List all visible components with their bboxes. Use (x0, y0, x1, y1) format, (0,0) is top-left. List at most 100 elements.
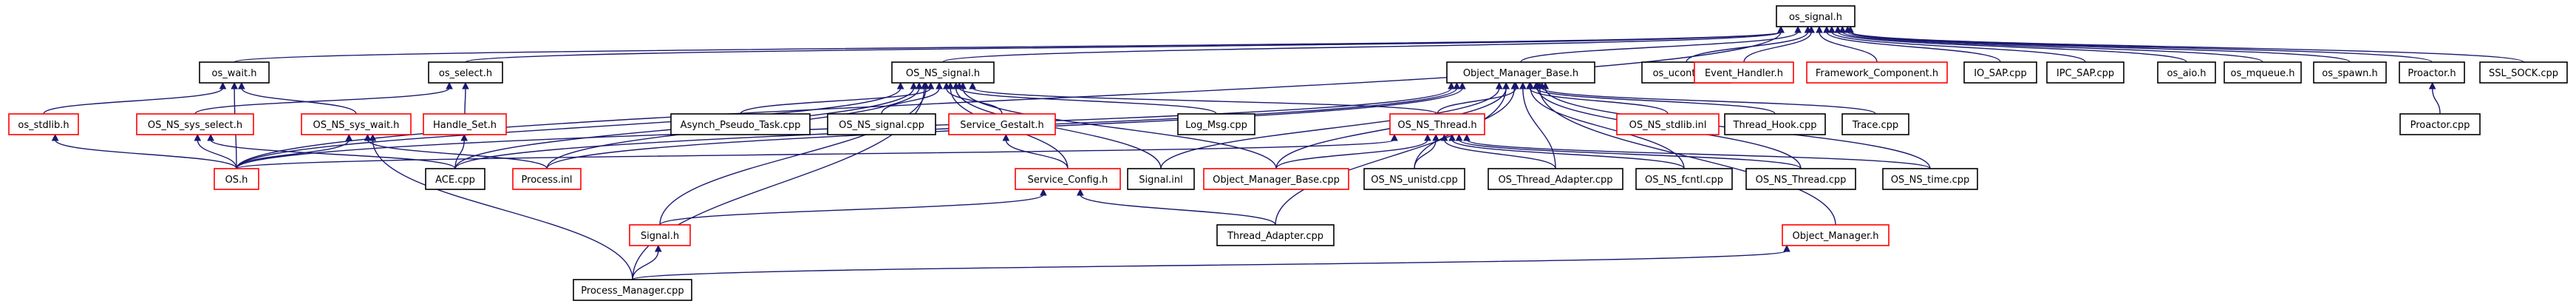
edge-line (1160, 87, 1500, 169)
node-proactor-h[interactable]: Proactor.h (2399, 61, 2465, 84)
node-box (670, 113, 811, 135)
node-os-ns-stdlib-inl[interactable]: OS_NS_stdlib.inl (1616, 113, 1720, 135)
node-os-ns-fcntl-cpp[interactable]: OS_NS_fcntl.cpp (1635, 168, 1733, 190)
node-signal-h[interactable]: Signal.h (629, 224, 691, 246)
edge-SSL_SOCK_cpp-to-os_signal_h (1847, 25, 2524, 63)
edge-arrowhead (1794, 25, 1802, 33)
node-proactor-cpp[interactable]: Proactor.cpp (2399, 113, 2481, 135)
node-box (1776, 5, 1856, 27)
node-os-wait-h[interactable]: os_wait.h (199, 61, 270, 84)
node-process-inl[interactable]: Process.inl (512, 168, 582, 190)
edge-arrowhead (51, 133, 59, 141)
node-box (1363, 168, 1465, 190)
node-label: OS_NS_Thread.h (1397, 120, 1476, 131)
edge-Thread_Adapter_cpp-to-Object_Manager_Base_h (1275, 81, 1510, 226)
edge-arrowhead (219, 81, 227, 89)
edge-arrowhead (969, 81, 976, 89)
node-os-ns-unistd-cpp[interactable]: OS_NS_unistd.cpp (1363, 168, 1465, 190)
node-os-h[interactable]: OS.h (214, 168, 259, 190)
node-process-manager-cpp[interactable]: Process_Manager.cpp (573, 279, 692, 301)
node-io-sap-cpp[interactable]: IO_SAP.cpp (1963, 61, 2037, 84)
node-os-ns-sys-wait-h[interactable]: OS_NS_sys_wait.h (301, 113, 412, 135)
edge-line (1850, 31, 2433, 63)
node-thread-adapter-cpp[interactable]: Thread_Adapter.cpp (1216, 224, 1335, 246)
edge-arrowhead (1424, 133, 1431, 141)
node-os-thread-adapter-cpp[interactable]: OS_Thread_Adapter.cpp (1488, 168, 1623, 190)
node-label: Signal.inl (1139, 175, 1183, 186)
edge-arrowhead (1459, 81, 1466, 89)
edge-arrowhead (1455, 133, 1463, 141)
node-os-ns-signal-h[interactable]: OS_NS_signal.h (891, 61, 995, 84)
node-object-manager-base-h[interactable]: Object_Manager_Base.h (1446, 61, 1595, 84)
edge-line (1466, 139, 1931, 169)
node-label: Thread_Hook.cpp (1733, 120, 1817, 131)
node-log-msg-cpp[interactable]: Log_Msg.cpp (1177, 113, 1255, 135)
edge-line (1275, 87, 1507, 226)
node-service-gestalt-h[interactable]: Service_Gestalt.h (948, 113, 1056, 135)
node-label: Thread_Adapter.cpp (1227, 231, 1323, 242)
node-label: os_mqueue.h (2231, 68, 2295, 79)
node-os-ns-thread-h[interactable]: OS_NS_Thread.h (1389, 113, 1485, 135)
node-box (199, 61, 270, 84)
node-label: OS.h (225, 175, 248, 186)
node-os-select-h[interactable]: os_select.h (428, 61, 503, 84)
node-framework-component-h[interactable]: Framework_Component.h (1806, 61, 1948, 84)
edge-arrowhead (1828, 25, 1836, 33)
node-thread-hook-cpp[interactable]: Thread_Hook.cpp (1724, 113, 1826, 135)
edge-line (194, 87, 450, 115)
node-os-mqueue-h[interactable]: os_mqueue.h (2224, 61, 2302, 84)
edge-ACE_cpp-to-OS_NS_sys_select_h (207, 133, 456, 169)
edge-arrowhead (460, 133, 468, 141)
node-label: os_signal.h (1789, 12, 1842, 23)
edge-arrowhead (1807, 25, 1815, 33)
edge-OS_NS_fcntl_cpp-to-OS_NS_Thread_h (1448, 133, 1685, 169)
node-event-handler-h[interactable]: Event_Handler.h (1694, 61, 1794, 84)
edge-line (1530, 87, 1685, 169)
node-label: os_stdlib.h (18, 120, 69, 131)
node-label: os_select.h (439, 68, 492, 79)
node-signal-inl[interactable]: Signal.inl (1127, 168, 1195, 190)
node-box (827, 113, 936, 135)
edge-IPC_SAP_cpp-to-os_signal_h (1828, 25, 2086, 63)
node-box (2479, 61, 2568, 84)
node-os-ns-signal-cpp[interactable]: OS_NS_signal.cpp (827, 113, 936, 135)
edge-line (1837, 31, 2187, 63)
edge-Signal_h-to-Service_Config_h (659, 188, 1047, 226)
node-ace-cpp[interactable]: ACE.cpp (425, 168, 485, 190)
edge-line (1541, 87, 1876, 115)
node-label: os_spawn.h (2322, 68, 2377, 79)
edge-line (1529, 87, 1669, 115)
node-os-ns-sys-select-h[interactable]: OS_NS_sys_select.h (136, 113, 254, 135)
node-os-stdlib-h[interactable]: os_stdlib.h (8, 113, 79, 135)
node-object-manager-base-cpp[interactable]: Object_Manager_Base.cpp (1203, 168, 1349, 190)
node-label: OS_NS_sys_wait.h (313, 120, 400, 131)
edge-Signal_inl-to-Object_Manager_Base_h (1160, 81, 1503, 169)
edge-line (465, 31, 1782, 63)
edge-arrowhead (910, 81, 918, 89)
node-ipc-sap-cpp[interactable]: IPC_SAP.cpp (2046, 61, 2124, 84)
edge-line (236, 87, 902, 169)
node-label: IO_SAP.cpp (1974, 68, 2027, 79)
node-os-ns-time-cpp[interactable]: OS_NS_time.cpp (1882, 168, 1978, 190)
node-box (301, 113, 412, 135)
edge-arrowhead (1440, 133, 1448, 141)
node-trace-cpp[interactable]: Trace.cpp (1841, 113, 1909, 135)
node-asynch-pseudo-task-cpp[interactable]: Asynch_Pseudo_Task.cpp (670, 113, 811, 135)
node-ssl-sock-cpp[interactable]: SSL_SOCK.cpp (2479, 61, 2568, 84)
edge-arrowhead (231, 81, 238, 89)
node-object-manager-h[interactable]: Object_Manager.h (1782, 224, 1890, 246)
node-handle-set-h[interactable]: Handle_Set.h (423, 113, 507, 135)
node-os-aio-h[interactable]: os_aio.h (2157, 61, 2216, 84)
edge-line (1819, 31, 1878, 63)
node-os-spawn-h[interactable]: os_spawn.h (2313, 61, 2387, 84)
node-os-ns-thread-cpp[interactable]: OS_NS_Thread.cpp (1745, 168, 1856, 190)
edge-arrowhead (916, 81, 923, 89)
node-service-config-h[interactable]: Service_Config.h (1015, 168, 1121, 190)
node-label: OS_NS_stdlib.inl (1629, 120, 1707, 131)
node-label: Framework_Component.h (1816, 68, 1938, 79)
edge-OS_NS_sys_select_h-to-os_select_h (194, 81, 453, 115)
edge-line (234, 31, 1782, 63)
edge-Service_Config_h-to-Service_Gestalt_h (1002, 133, 1069, 169)
edge-arrowhead (1453, 81, 1461, 89)
